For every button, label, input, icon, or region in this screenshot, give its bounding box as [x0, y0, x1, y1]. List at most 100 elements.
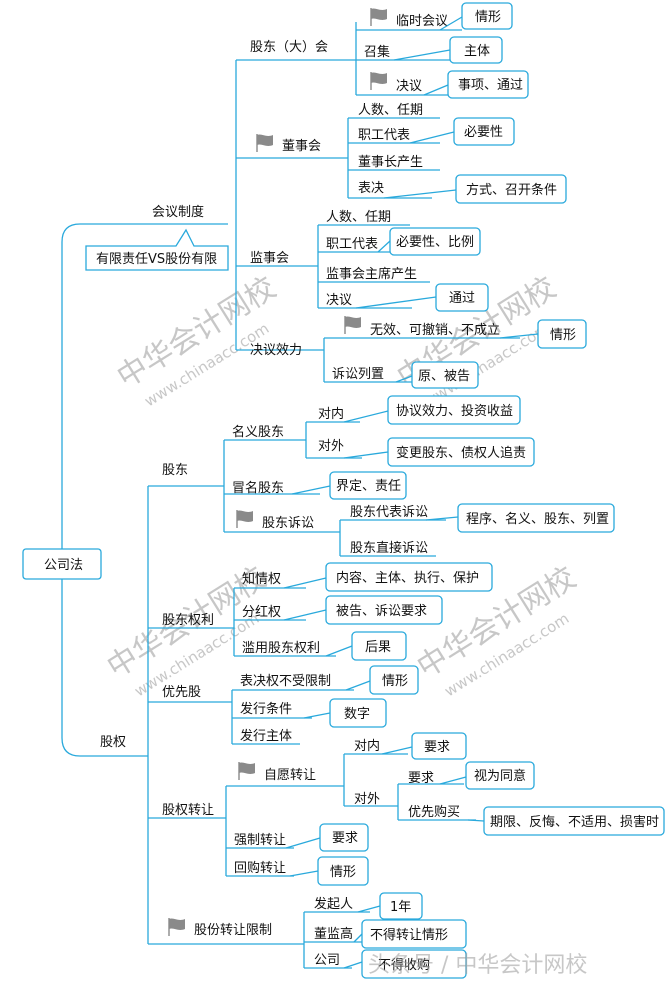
svg-text:有限责任VS股份有限: 有限责任VS股份有限: [96, 252, 217, 267]
leaf-gqzr-qz-v[interactable]: 要求: [319, 823, 369, 852]
leaf-gfzr-fq-v[interactable]: 1年: [379, 892, 423, 920]
svg-text:方式、召开条件: 方式、召开条件: [466, 182, 557, 198]
svg-text:情形: 情形: [330, 865, 356, 880]
node-gd[interactable]: 股东: [162, 463, 188, 478]
leaf-gdh-jy-sx[interactable]: 事项、通过: [447, 70, 529, 99]
leaf-yxg-bj-v[interactable]: 情形: [369, 665, 419, 695]
flag-icon: [370, 7, 388, 27]
leaf-gdh-ls-qx[interactable]: 情形: [461, 2, 513, 30]
node-yxg[interactable]: 优先股: [162, 685, 201, 700]
leaf-jyxl-wx-qx[interactable]: 情形: [537, 319, 587, 349]
leaf-gqzr-dw-yx-v[interactable]: 期限、反悔、不适用、损害时: [483, 806, 665, 836]
node-gdh-zj[interactable]: 召集: [364, 44, 390, 60]
link-root-meeting: [61, 223, 228, 549]
svg-text:视为同意: 视为同意: [474, 768, 526, 784]
node-gd-ss-db[interactable]: 股东代表诉讼: [350, 505, 428, 520]
node-dsh-rs[interactable]: 人数、任期: [358, 103, 423, 118]
root-node[interactable]: 公司法: [22, 548, 102, 580]
node-gd-ss[interactable]: 股东诉讼: [262, 516, 314, 531]
node-gqzr-dw-yq[interactable]: 要求: [408, 771, 434, 786]
node-gqzr-qz[interactable]: 强制转让: [234, 833, 286, 848]
leaf-jsh-jy-tg[interactable]: 通过: [435, 283, 489, 312]
svg-text:后果: 后果: [365, 640, 391, 655]
node-dsh-dsz[interactable]: 董事长产生: [358, 155, 423, 170]
svg-text:被告、诉讼要求: 被告、诉讼要求: [336, 604, 427, 619]
node-gfzr-gs[interactable]: 公司: [314, 953, 340, 968]
svg-text:界定、责任: 界定、责任: [336, 479, 401, 494]
node-jsh-zg[interactable]: 职工代表: [326, 237, 378, 252]
node-yxg-zt[interactable]: 发行主体: [240, 728, 292, 744]
leaf-gdql-fh-v[interactable]: 被告、诉讼要求: [325, 595, 443, 625]
leaf-gd-my-dn-v[interactable]: 协议效力、投资收益: [387, 395, 521, 425]
leaf-gdql-ly-v[interactable]: 后果: [351, 631, 407, 661]
svg-text:情形: 情形: [475, 10, 501, 25]
svg-text:程序、名义、股东、列置: 程序、名义、股东、列置: [466, 511, 609, 527]
leaf-gd-my-dw-v[interactable]: 变更股东、债权人追责: [387, 437, 535, 467]
node-jsh-rs[interactable]: 人数、任期: [326, 210, 391, 225]
node-jsh[interactable]: 监事会: [250, 251, 289, 266]
svg-text:期限、反悔、不适用、损害时: 期限、反悔、不适用、损害时: [490, 814, 659, 830]
leaf-gqzr-hg-v[interactable]: 情形: [317, 856, 369, 886]
node-gqzr-hg[interactable]: 回购转让: [234, 860, 286, 876]
node-gdql[interactable]: 股东权利: [162, 612, 214, 628]
leaf-gd-ss-db-v[interactable]: 程序、名义、股东、列置: [457, 503, 615, 533]
node-gdql-fh[interactable]: 分红权: [242, 604, 281, 620]
node-gd-ss-zj[interactable]: 股东直接诉讼: [350, 540, 428, 556]
node-jsh-jy[interactable]: 决议: [326, 293, 352, 308]
node-dsh[interactable]: 董事会: [282, 139, 321, 154]
flag-icon: [238, 761, 256, 781]
node-gqzr-dw-yx[interactable]: 优先购买: [408, 804, 460, 820]
svg-text:要求: 要求: [424, 740, 450, 755]
leaf-gd-mm-v[interactable]: 界定、责任: [329, 471, 407, 500]
svg-text:数字: 数字: [344, 707, 370, 722]
svg-text:必要性: 必要性: [464, 125, 503, 140]
svg-text:主体: 主体: [464, 44, 490, 59]
leaf-gqzr-dn-v[interactable]: 要求: [411, 732, 467, 760]
flag-icon: [344, 315, 362, 335]
link-root-equity: [61, 579, 148, 757]
node-jyxl-wx[interactable]: 无效、可撤销、不成立: [370, 322, 500, 338]
leaf-gfzr-gs-v[interactable]: 不得收购: [361, 949, 467, 979]
leaf-yxg-fx-v[interactable]: 数字: [329, 698, 387, 728]
node-gd-my-dn[interactable]: 对内: [318, 406, 344, 422]
node-gd-my[interactable]: 名义股东: [232, 424, 284, 440]
leaf-gqzr-dw-yq-v[interactable]: 视为同意: [465, 761, 535, 790]
node-jyxl-ss[interactable]: 诉讼列置: [332, 367, 384, 382]
svg-text:必要性、比例: 必要性、比例: [396, 235, 474, 250]
node-gdh-ls[interactable]: 临时会议: [396, 14, 448, 29]
svg-text:通过: 通过: [449, 291, 475, 306]
leaf-dsh-zg-by[interactable]: 必要性: [453, 117, 515, 146]
node-yxg-fx[interactable]: 发行条件: [240, 701, 292, 717]
node-gqzr-zy[interactable]: 自愿转让: [264, 768, 316, 783]
node-gfzr-djg[interactable]: 董监高: [314, 926, 353, 942]
leaf-jsh-zg-by[interactable]: 必要性、比例: [389, 227, 481, 256]
node-jyxl[interactable]: 决议效力: [250, 343, 302, 358]
leaf-gdql-zq-v[interactable]: 内容、主体、执行、保护: [325, 562, 493, 592]
node-gdh-jy[interactable]: 决议: [396, 79, 422, 94]
node-gqzr-dn[interactable]: 对内: [354, 738, 380, 754]
node-yxg-bj[interactable]: 表决权不受限制: [240, 673, 331, 689]
branch-meeting[interactable]: 会议制度: [152, 204, 204, 220]
node-dsh-zg[interactable]: 职工代表: [358, 128, 410, 143]
node-dsh-bj[interactable]: 表决: [358, 181, 384, 196]
leaf-gdh-zj-zt[interactable]: 主体: [449, 36, 503, 64]
node-gdh[interactable]: 股东（大）会: [250, 40, 328, 55]
node-gfzr-fq[interactable]: 发起人: [314, 896, 353, 912]
node-gdql-zq[interactable]: 知情权: [242, 571, 281, 587]
node-gdql-ly[interactable]: 滥用股东权利: [242, 640, 320, 656]
svg-text:内容、主体、执行、保护: 内容、主体、执行、保护: [336, 570, 479, 586]
leaf-dsh-bj-fs[interactable]: 方式、召开条件: [455, 174, 567, 204]
leaf-gfzr-djg-v[interactable]: 不得转让情形: [361, 919, 467, 949]
node-jsh-zx[interactable]: 监事会主席产生: [326, 266, 417, 282]
node-gd-my-dw[interactable]: 对外: [318, 439, 344, 454]
leaf-jyxl-ss-yb[interactable]: 原、被告: [411, 361, 479, 389]
svg-text:公司法: 公司法: [44, 558, 83, 573]
node-gqzr-dw[interactable]: 对外: [354, 792, 380, 807]
svg-text:原、被告: 原、被告: [418, 369, 470, 384]
node-gfzr[interactable]: 股份转让限制: [194, 923, 272, 938]
branch-equity[interactable]: 股权: [100, 734, 126, 750]
svg-text:要求: 要求: [332, 831, 358, 846]
node-gqzr[interactable]: 股权转让: [162, 802, 214, 818]
node-gd-mm[interactable]: 冒名股东: [232, 480, 284, 496]
